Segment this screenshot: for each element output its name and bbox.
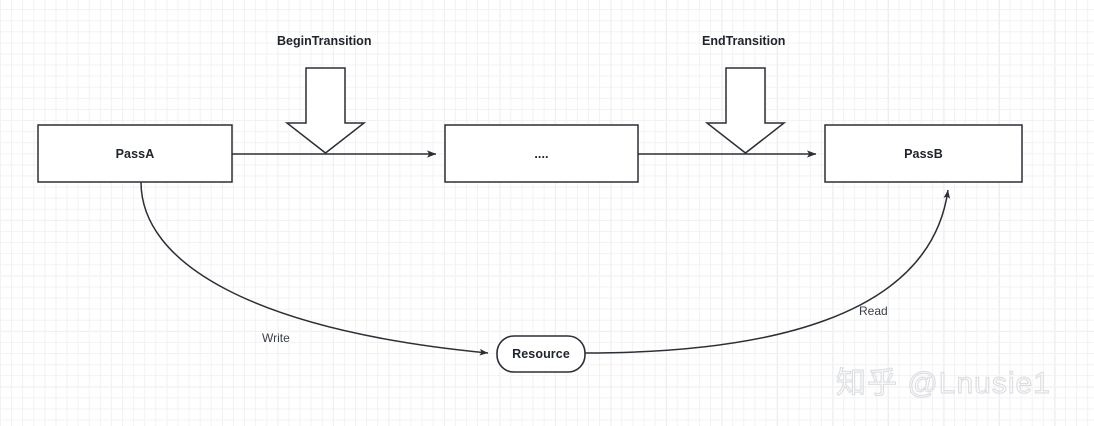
block-arrow-down-icon-end bbox=[704, 67, 787, 154]
block-arrow-down-icon-begin bbox=[284, 67, 367, 154]
watermark: 知乎 @Lnusie1 bbox=[835, 366, 1051, 400]
node-label-middle: .... bbox=[534, 147, 549, 161]
annotation-label-end-transition: EndTransition bbox=[702, 34, 786, 48]
edge-label-write: Write bbox=[262, 331, 290, 345]
node-label-passB: PassB bbox=[904, 147, 943, 161]
node-passB[interactable] bbox=[824, 124, 1023, 183]
annotation-label-begin-transition: BeginTransition bbox=[277, 34, 372, 48]
node-resource[interactable] bbox=[496, 335, 586, 373]
node-label-passA: PassA bbox=[115, 147, 155, 161]
edge-resource-to-passB[interactable] bbox=[584, 189, 951, 354]
edge-passA-to-resource[interactable] bbox=[140, 181, 489, 356]
node-label-resource: Resource bbox=[512, 347, 570, 361]
edge-label-read: Read bbox=[859, 304, 888, 318]
node-passA[interactable] bbox=[37, 124, 233, 183]
node-middle[interactable] bbox=[444, 124, 639, 183]
